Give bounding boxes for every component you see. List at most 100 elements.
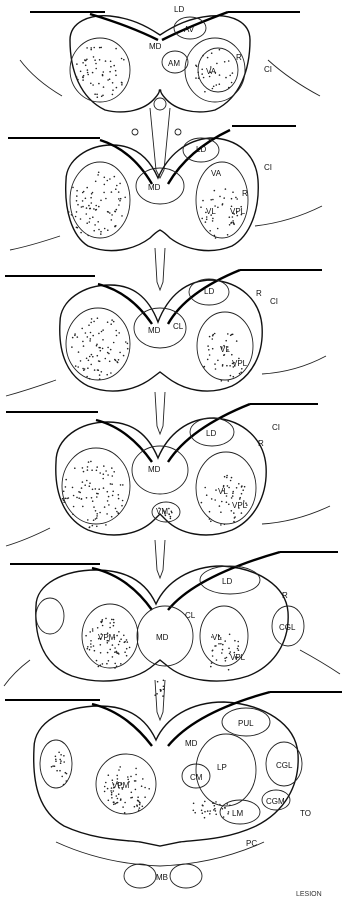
section-4-dorsal-border [96, 404, 250, 462]
stipple-dot [139, 804, 141, 806]
stipple-dot [204, 811, 206, 813]
label-ci: CI [264, 65, 272, 74]
stipple-dot [111, 792, 113, 794]
section-5-outline [36, 566, 288, 681]
stipple-dot [112, 495, 114, 497]
stipple-dot [227, 346, 229, 348]
stipple-dot [213, 802, 215, 804]
stipple-dot [90, 643, 92, 645]
stipple-dot [122, 806, 124, 808]
stipple-dot [165, 515, 167, 517]
label-vpl: VPL [232, 501, 248, 510]
label-r: R [282, 591, 288, 600]
section-3-left-mass [66, 308, 130, 380]
stipple-dot [116, 665, 118, 667]
stipple-dot [193, 810, 195, 812]
stipple-dot [98, 369, 100, 371]
stipple-dot [68, 211, 70, 213]
stipple-dot [68, 497, 70, 499]
stipple-dot [216, 84, 218, 86]
stipple-dot [209, 813, 211, 815]
stipple-dot [100, 638, 102, 640]
stipple-dot [52, 765, 54, 767]
stipple-dot [107, 500, 109, 502]
stipple-dot [86, 480, 88, 482]
section-4-capsule-lines [6, 506, 330, 546]
stipple-dot [77, 79, 79, 81]
stipple-dot [163, 686, 165, 688]
stipple-dot [90, 640, 92, 642]
stipple-dot [90, 197, 92, 199]
stipple-dot [116, 635, 118, 637]
stipple-dot [111, 619, 113, 621]
stipple-dot [219, 635, 221, 637]
stipple-dot [158, 507, 160, 509]
stipple-dot [227, 813, 229, 815]
stipple-dot [214, 499, 216, 501]
stipple-dot [86, 47, 88, 49]
stipple-dot [213, 809, 215, 811]
stipple-dot [63, 499, 65, 501]
stipple-dot [107, 788, 109, 790]
stipple-dot [231, 222, 233, 224]
stipple-dot [230, 480, 232, 482]
stipple-dot [96, 517, 98, 519]
stipple-dot [102, 478, 104, 480]
stipple-dot [113, 787, 115, 789]
stipple-dot [121, 787, 123, 789]
stipple-dot [92, 525, 94, 527]
stipple-dot [242, 489, 244, 491]
stipple-dot [116, 795, 118, 797]
stipple-dot [214, 190, 216, 192]
stipple-dot [76, 200, 78, 202]
label-va: VA [206, 67, 217, 76]
stipple-dot [109, 178, 111, 180]
stipple-dot [118, 787, 120, 789]
stipple-dot [109, 627, 111, 629]
stipple-dot [110, 61, 112, 63]
stipple-dot [84, 59, 86, 61]
label-ld: LD [206, 429, 216, 438]
stipple-dot [86, 213, 88, 215]
stipple-dot [209, 518, 211, 520]
stipple-dot [235, 656, 237, 658]
stipple-dot [93, 208, 95, 210]
stipple-dot [121, 84, 123, 86]
stipple-dot [123, 635, 125, 637]
stipple-dot [116, 185, 118, 187]
label-pul: PUL [238, 719, 254, 728]
label-md: MD [148, 183, 161, 192]
stipple-dot [112, 475, 114, 477]
stipple-dot [236, 211, 238, 213]
stipple-dot [127, 348, 129, 350]
stipple-dot [59, 770, 61, 772]
stipple-dot [116, 511, 118, 513]
stipple-dot [137, 796, 139, 798]
stipple-dot [108, 640, 110, 642]
stipple-dot [231, 82, 233, 84]
stipple-dot [87, 69, 89, 71]
stipple-dot [93, 56, 95, 58]
stipple-dot [223, 486, 225, 488]
stipple-dot [214, 363, 216, 365]
stipple-dot [115, 188, 117, 190]
stipple-dot [206, 216, 208, 218]
stipple-dot [232, 492, 234, 494]
stipple-dot [95, 518, 97, 520]
stipple-dot [228, 669, 230, 671]
stipple-dot [232, 191, 234, 193]
label-vm: VM [156, 507, 168, 516]
stipple-dot [221, 652, 223, 654]
stipple-dot [223, 816, 225, 818]
stipple-dot [139, 807, 141, 809]
stipple-dot [157, 681, 159, 683]
stipple-dot [103, 465, 105, 467]
stipple-dot [160, 689, 162, 691]
stipple-dot [130, 776, 132, 778]
stipple-dot [106, 374, 108, 376]
label-md: MD [156, 633, 169, 642]
label-md: MD [185, 739, 198, 748]
stipple-dot [113, 804, 115, 806]
stipple-dot [100, 652, 102, 654]
stipple-dot [207, 345, 209, 347]
